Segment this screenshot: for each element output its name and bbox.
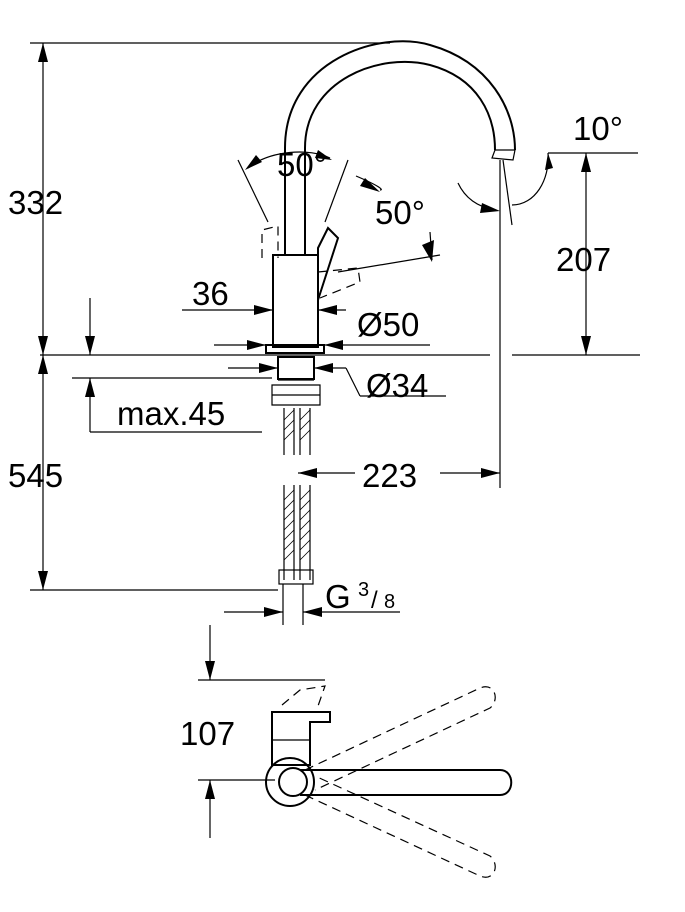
- spout-outer: [284, 40, 516, 151]
- supply-hose-bottom: [283, 485, 311, 580]
- top-view-head-inner: [278, 767, 308, 797]
- supply-hose-top: [283, 408, 311, 455]
- dim-height-total: 332: [8, 184, 63, 221]
- top-view-handle: [300, 769, 513, 796]
- dim-body-width: 36: [192, 275, 229, 312]
- lever-handle: [317, 226, 340, 301]
- dim-connection-thread: G: [325, 578, 351, 615]
- faucet-body: [272, 254, 319, 348]
- dim-base-diameter: Ø50: [357, 306, 419, 343]
- lever-handle-left-position: [261, 225, 279, 258]
- hose-hatch: [283, 409, 311, 561]
- lever-handle-right-position: [317, 267, 361, 299]
- dim-hole-diameter: Ø34: [366, 367, 428, 404]
- dim-lever-angle-left: 50°: [277, 146, 327, 183]
- dim-lever-angle-right: 50°: [375, 194, 425, 231]
- faucet-top-view: [198, 625, 513, 878]
- faucet-base: [265, 344, 325, 354]
- dim-top-view-depth: 107: [180, 715, 235, 752]
- dimension-labels: 332 545 207 223 50° 50° 10° 36 Ø50 Ø34 m…: [8, 110, 623, 752]
- dim-spout-angle: 10°: [573, 110, 623, 147]
- dim-spout-height: 207: [556, 241, 611, 278]
- hose-connector: [278, 569, 314, 585]
- dim-spout-reach: 223: [362, 457, 417, 494]
- dim-connection-denominator: 8: [384, 591, 395, 613]
- top-view-body: [271, 711, 331, 766]
- top-view-head-outer: [265, 757, 315, 807]
- spout-tip: [491, 149, 516, 161]
- dimension-lines: [30, 42, 638, 617]
- dim-max-counter-thickness: max.45: [117, 395, 225, 432]
- faucet-side-view: [40, 40, 640, 625]
- fixing-nut: [277, 356, 315, 380]
- dim-below-counter: 545: [8, 457, 63, 494]
- spout-inner: [304, 60, 496, 151]
- dim-connection-numerator: 3: [358, 579, 369, 601]
- fixing-thread: [271, 379, 321, 406]
- fraction-slash: /: [371, 587, 378, 614]
